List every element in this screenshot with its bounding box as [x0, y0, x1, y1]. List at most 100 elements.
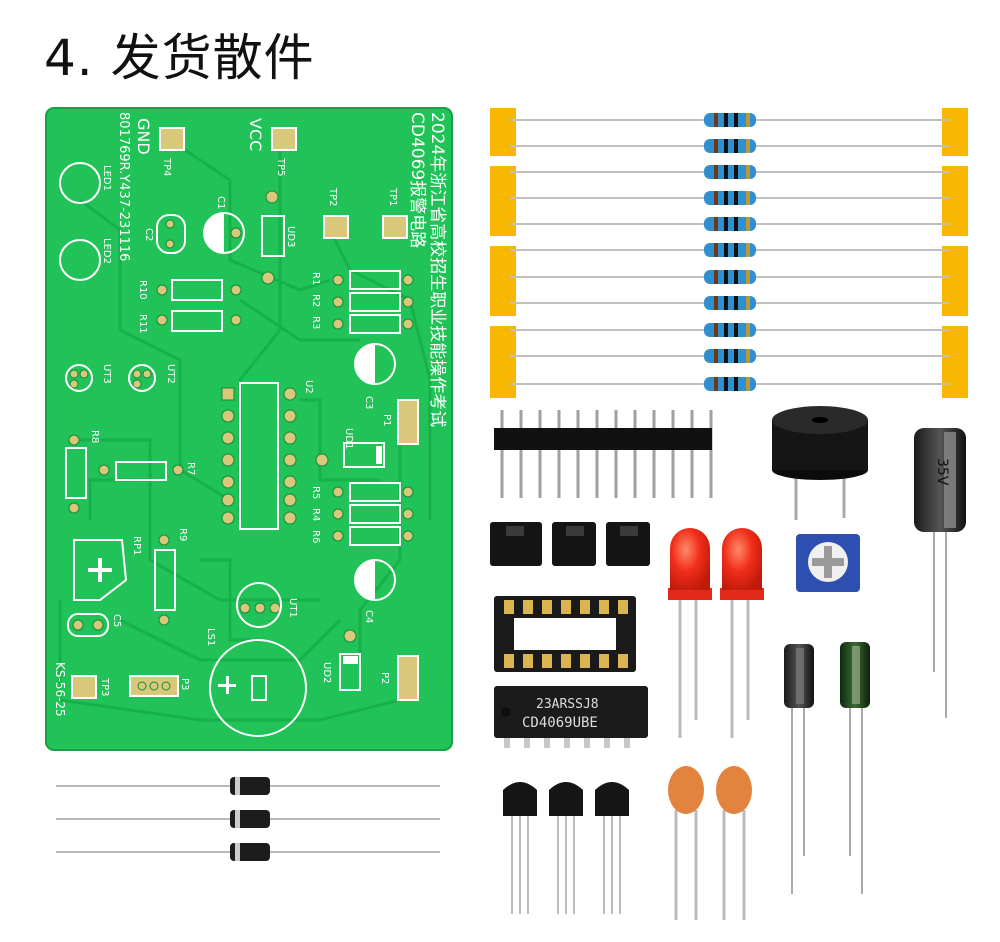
transistor [595, 782, 629, 914]
resistor [510, 243, 950, 257]
pcb-label-r9: R9 [177, 528, 188, 541]
pcb-label-tp5: TP5 [275, 157, 286, 177]
diode [230, 777, 270, 795]
pcb-label-tp3: TP3 [99, 677, 110, 697]
pcb-label-ls1: LS1 [205, 628, 216, 646]
pcb-label-ut2: UT2 [165, 364, 176, 384]
pcb-label-c3: C3 [363, 396, 374, 409]
pcb-label-ud3: UD3 [285, 226, 296, 247]
pcb-circuit-name: CD4069报警电路 [407, 112, 427, 248]
resistor-tape-reel [490, 108, 968, 398]
resistor [510, 270, 950, 284]
pcb-label-ud2: UD2 [321, 662, 332, 683]
pcb-label-led2: LED2 [101, 238, 112, 264]
socket-pin [542, 654, 552, 668]
pcb-label-rp1: RP1 [131, 536, 142, 555]
pcb-label-r7: R7 [185, 462, 196, 475]
page-title: 4. 发货散件 [44, 29, 315, 87]
pcb-label-r4: R4 [310, 508, 321, 521]
resistor [510, 139, 950, 153]
resistor [510, 191, 950, 205]
transistor [549, 782, 583, 914]
pcb-label-c5: C5 [111, 614, 122, 627]
trimmer-potentiometer [796, 534, 860, 592]
chip-marking-line2: CD4069UBE [522, 715, 598, 731]
socket-pin [580, 654, 590, 668]
pcb-label-c2: C2 [143, 228, 154, 241]
pcb-label-tp4: TP4 [161, 157, 172, 177]
pcb-label-c4: C4 [363, 610, 374, 623]
pcb-label-p1: P1 [381, 414, 392, 426]
pcb-label-r2: R2 [310, 294, 321, 307]
pcb-version-code: 801769R.Y437-231116 [116, 112, 131, 261]
resistor [510, 113, 950, 127]
chip-leg [624, 736, 630, 748]
resistor [510, 377, 950, 391]
pcb-label-c1: C1 [215, 196, 226, 209]
ceramic-capacitor-2 [716, 766, 752, 920]
transistor [503, 782, 537, 914]
led-red-1 [668, 528, 712, 738]
resistor [510, 323, 950, 337]
resistor [510, 296, 950, 310]
pcb-board: 2024年浙江省高校招生职业技能操作考试 CD4069报警电路 801769R.… [45, 107, 453, 751]
pcb-label-gnd: GND [134, 118, 153, 155]
chip-marking-line1: 23ARSSJ8 [536, 697, 599, 712]
socket-pin [561, 600, 571, 614]
ceramic-capacitor-1 [668, 766, 704, 920]
chip-leg [504, 736, 510, 748]
pcb-traces [58, 138, 432, 722]
diode-strip [56, 777, 440, 861]
led-red-2 [720, 528, 764, 738]
electrolytic-capacitor-small-1 [784, 644, 814, 894]
pcb-label-led1: LED1 [101, 165, 112, 191]
pcb-label-r5: R5 [310, 486, 321, 499]
pin-header [494, 410, 713, 498]
pcb-label-r1: R1 [310, 272, 321, 285]
socket-pin [561, 654, 571, 668]
pcb-label-p3: P3 [179, 678, 190, 690]
pcb-label-r3: R3 [310, 316, 321, 329]
pcb-ic-footprint [221, 382, 297, 530]
socket-pin [599, 600, 609, 614]
pcb-label-u2: U2 [303, 380, 314, 394]
chip-leg [584, 736, 590, 748]
pcb-label-tp2: TP2 [327, 187, 338, 207]
socket-pin [523, 600, 533, 614]
socket-pin [542, 600, 552, 614]
pcb-label-r6: R6 [310, 530, 321, 543]
capacitor-voltage-label: 35V [934, 458, 950, 486]
transistors [503, 782, 629, 914]
diode [230, 810, 270, 828]
socket-pin [504, 600, 514, 614]
electrolytic-capacitor-small-2 [840, 642, 870, 894]
socket-pin [618, 654, 628, 668]
pcb-label-tp1: TP1 [387, 187, 398, 207]
pcb-label-ud1: UD1 [343, 428, 354, 449]
socket-pin [523, 654, 533, 668]
pcb-label-vcc: VCC [246, 118, 265, 151]
chip-leg [524, 736, 530, 748]
pcb-label-r11: R11 [137, 314, 148, 334]
jumper-caps [490, 522, 650, 566]
socket-pin [580, 600, 590, 614]
pcb-label-ut3: UT3 [101, 364, 112, 384]
resistor [510, 217, 950, 231]
resistor [510, 349, 950, 363]
socket-pin [618, 600, 628, 614]
pcb-label-r8: R8 [89, 430, 100, 443]
resistor [510, 165, 950, 179]
pcb-label-r10: R10 [137, 280, 148, 300]
ic-socket [494, 596, 636, 672]
diode [230, 843, 270, 861]
pcb-label-ut1: UT1 [287, 598, 298, 618]
chip-leg [564, 736, 570, 748]
chip-leg [544, 736, 550, 748]
pcb-model-code: KS-56-25 [53, 662, 67, 717]
pcb-label-p2: P2 [379, 672, 390, 684]
electrolytic-capacitor-large: 35V [914, 428, 966, 718]
pcb-board-title: 2024年浙江省高校招生职业技能操作考试 [427, 112, 447, 427]
socket-pin [504, 654, 514, 668]
buzzer [772, 406, 868, 520]
